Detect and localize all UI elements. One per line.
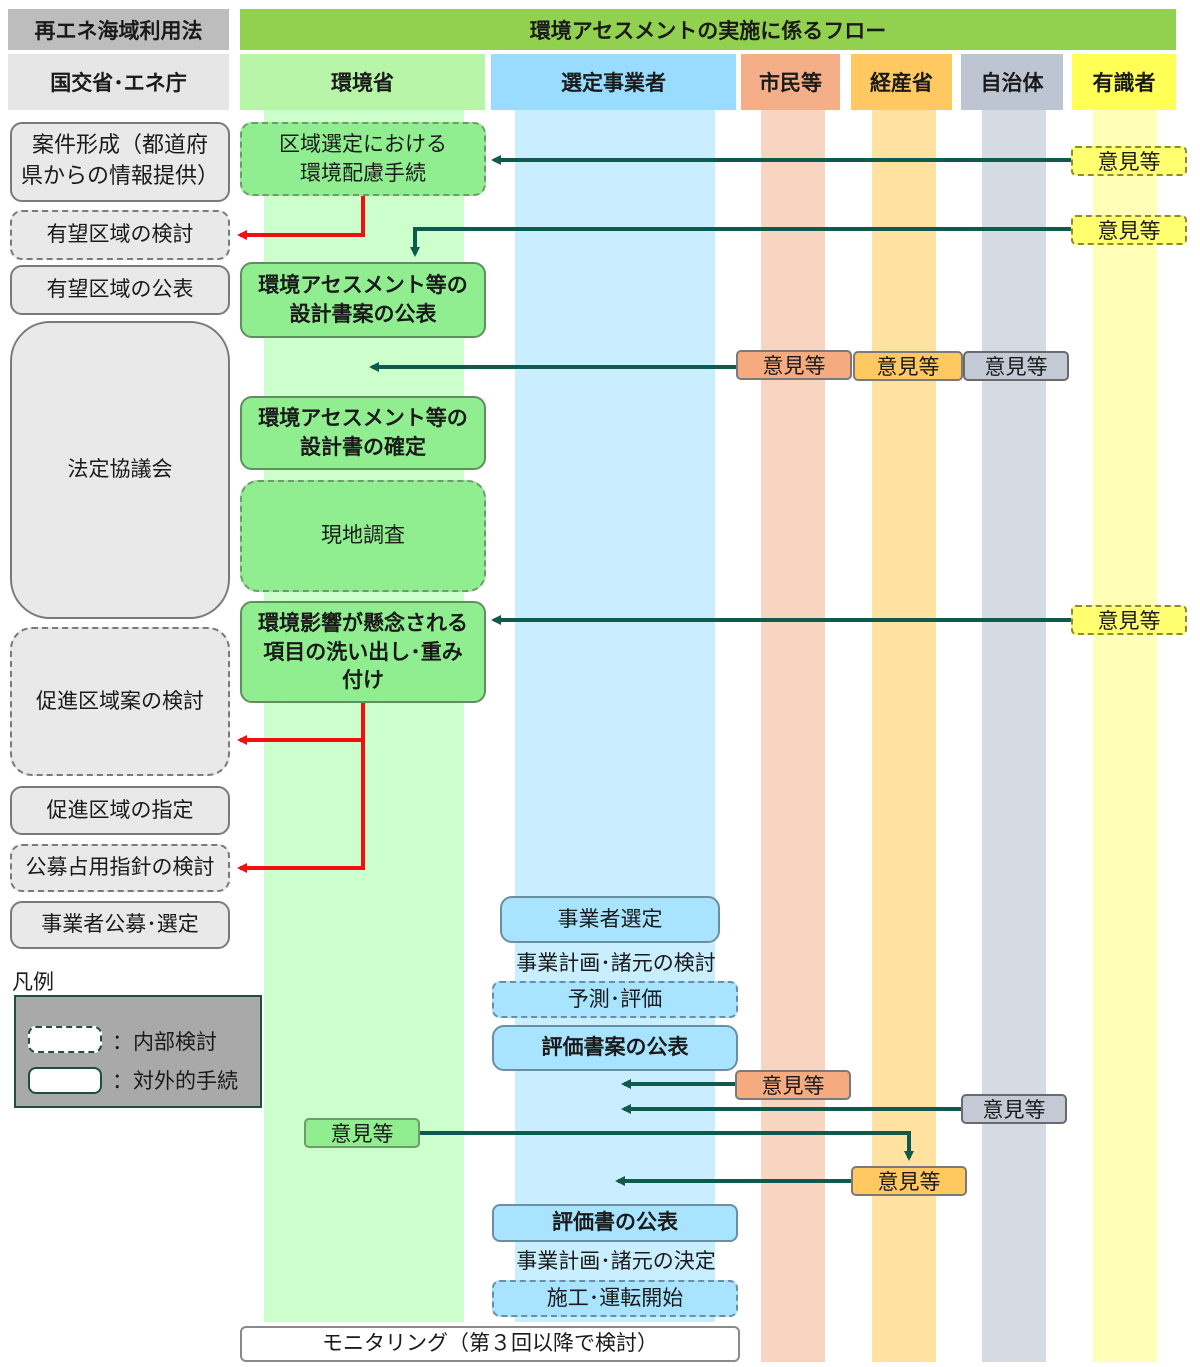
column-header-citizens-label: 市民等 [759,71,822,95]
opinion-meti-2: 意見等 [851,1166,967,1196]
column-header-local-gov-label: 自治体 [980,71,1044,95]
opinion-experts-2: 意見等 [1071,215,1187,245]
step-operator-final-publish: 評価書の公表 [492,1204,738,1242]
column-header-experts: 有識者 [1072,54,1176,110]
column-header-meti: 経産省 [851,54,952,110]
step-occupancy-policy-review: 公募占用指針の検討 [10,844,230,892]
legend-external-swatch [28,1067,102,1094]
opinion-experts-1: 意見等 [1071,146,1187,176]
column-header-citizens: 市民等 [741,54,840,110]
legend-internal-label: ：内部検討 [112,1030,217,1054]
arrow-teal-2 [410,227,1071,257]
step-moe-field-survey: 現地調査 [240,480,486,592]
flow-header-label: 環境アセスメントの実施に係るフロー [529,18,887,43]
column-header-operator-label: 選定事業者 [561,71,666,95]
column-header-operator: 選定事業者 [491,54,736,110]
step-moe-env-consideration: 区域選定における 環境配慮手続 [240,122,486,196]
legend-external-label: ：対外的手続 [112,1069,238,1093]
column-header-meti-label: 経産省 [870,71,933,95]
step-statutory-council: 法定協議会 [10,321,230,619]
step-operator-plan-review: 事業計画･諸元の検討 [516,951,716,975]
lane-citizens [761,110,825,1362]
lane-local-gov [982,110,1046,1362]
opinion-experts-3: 意見等 [1071,605,1187,635]
step-operator-selected: 事業者選定 [500,896,720,943]
opinion-local-gov-2: 意見等 [961,1094,1067,1124]
step-moe-design-draft-publish: 環境アセスメント等の 設計書案の公表 [240,262,486,338]
lane-operator [515,110,715,1322]
column-header-experts-label: 有識者 [1092,71,1156,95]
opinion-citizens-2: 意見等 [735,1070,851,1100]
lane-experts [1093,110,1157,1362]
legend-internal-swatch [28,1026,102,1053]
column-header-mlit-label: 国交省･エネ庁 [50,71,187,95]
opinion-local-gov-1: 意見等 [963,351,1069,381]
step-operator-plan-decide: 事業計画･諸元の決定 [516,1249,716,1273]
step-operator-draft-publish: 評価書案の公表 [492,1025,738,1071]
column-header-mlit: 国交省･エネ庁 [8,54,229,110]
opinion-meti-1: 意見等 [853,351,963,381]
column-header-local-gov: 自治体 [961,54,1063,110]
legend-title: 凡例 [12,970,54,994]
step-moe-design-finalize: 環境アセスメント等の 設計書の確定 [240,396,486,470]
step-monitoring: モニタリング（第３回以降で検討） [240,1326,740,1362]
step-project-formation: 案件形成（都道府 県からの情報提供） [10,122,230,202]
step-operator-construction: 施工･運転開始 [492,1280,738,1317]
opinion-citizens-1: 意見等 [736,350,852,380]
step-operator-tender: 事業者公募･選定 [10,901,230,949]
opinion-moe-1: 意見等 [304,1118,420,1148]
law-header-label: 再エネ海域利用法 [34,18,203,43]
column-header-moe-label: 環境省 [331,71,394,95]
step-moe-impact-items: 環境影響が懸念される 項目の洗い出し･重み 付け [240,601,486,703]
law-header: 再エネ海域利用法 [8,9,229,50]
legend: ：内部検討 ：対外的手続 [14,995,262,1108]
flow-header: 環境アセスメントの実施に係るフロー [240,9,1176,50]
step-promotion-area-designation: 促進区域の指定 [10,786,230,835]
step-promotion-area-draft: 促進区域案の検討 [10,627,230,776]
column-header-moe: 環境省 [240,54,485,110]
step-operator-prediction: 予測･評価 [492,981,738,1018]
step-candidate-area-publish: 有望区域の公表 [10,265,230,315]
step-candidate-area-review: 有望区域の検討 [10,210,230,260]
